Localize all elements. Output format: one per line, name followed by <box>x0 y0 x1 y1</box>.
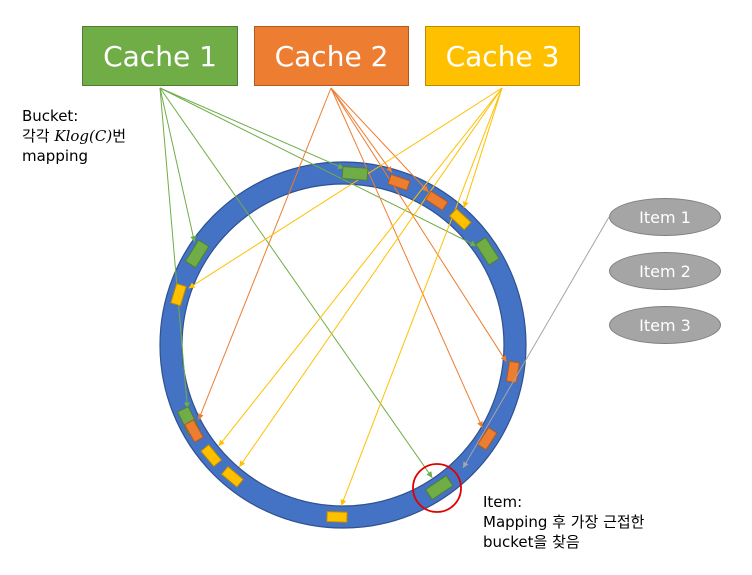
item-3-pill: Item 3 <box>609 306 721 344</box>
item-note-line-2: Mapping 후 가장 근접한 <box>483 513 645 531</box>
mapping-arrow-cache-2 <box>330 87 429 193</box>
hash-ring-outline-outer <box>159 161 527 529</box>
cache-1-label: Cache 1 <box>103 39 217 73</box>
bucket-cache-1 <box>341 166 369 181</box>
item-note-title: Item: <box>483 493 523 511</box>
item-mapping-arrow <box>462 216 610 469</box>
mapping-arrow-cache-3 <box>188 87 503 289</box>
bucket-note-mapping: mapping <box>22 147 89 165</box>
bucket-cache-2 <box>424 190 449 212</box>
mapping-arrow-cache-1 <box>159 87 197 243</box>
mapping-arrow-cache-3 <box>218 87 503 447</box>
mapping-arrow-cache-2 <box>197 87 332 421</box>
item-1-pill: Item 1 <box>609 198 721 236</box>
mapping-arrow-cache-3 <box>462 87 503 208</box>
mapping-arrow-cache-1 <box>159 87 477 247</box>
mapping-arrow-cache-2 <box>330 87 483 428</box>
bucket-cache-2 <box>476 426 498 451</box>
item-2-pill: Item 2 <box>609 252 721 290</box>
bucket-cache-2 <box>183 419 205 443</box>
mapping-arrow-cache-1 <box>159 87 433 479</box>
mapping-arrow-cache-3 <box>340 87 503 506</box>
nearest-bucket-highlight <box>412 463 462 513</box>
ring-buckets <box>170 166 520 523</box>
item-note: Item: Mapping 후 가장 근접한 bucket을 찾음 <box>483 492 644 552</box>
mapping-arrow-cache-2 <box>330 87 507 363</box>
bucket-cache-1 <box>424 474 454 501</box>
hash-ring-outline-inner <box>181 183 505 507</box>
mapping-arrow-cache-1 <box>159 87 190 409</box>
bucket-cache-3 <box>200 444 223 468</box>
bucket-note-formula: Klog(C) <box>54 127 113 145</box>
cache-3-box: Cache 3 <box>425 26 580 86</box>
cache-2-box: Cache 2 <box>254 26 409 86</box>
mapping-arrow-cache-1 <box>159 87 345 170</box>
bucket-cache-3 <box>448 208 472 231</box>
cache-3-label: Cache 3 <box>445 39 560 73</box>
bucket-cache-2 <box>387 173 411 192</box>
item-note-line-3: bucket을 찾음 <box>483 533 580 551</box>
bucket-note-title: Bucket: <box>22 107 79 125</box>
bucket-cache-1 <box>474 236 500 266</box>
mapping-arrow-cache-2 <box>330 87 393 173</box>
cache-2-label: Cache 2 <box>274 39 389 73</box>
bucket-note-formula-line: 각각 Klog(C)번 <box>22 127 127 145</box>
mapping-arrows <box>159 87 507 506</box>
bucket-cache-3 <box>170 283 187 307</box>
bucket-cache-1 <box>184 239 210 269</box>
cache-1-box: Cache 1 <box>82 26 238 86</box>
mapping-arrow-cache-3 <box>238 87 503 468</box>
bucket-note: Bucket: 각각 Klog(C)번 mapping <box>22 106 126 166</box>
bucket-cache-3 <box>220 465 244 488</box>
bucket-cache-3 <box>326 511 348 523</box>
